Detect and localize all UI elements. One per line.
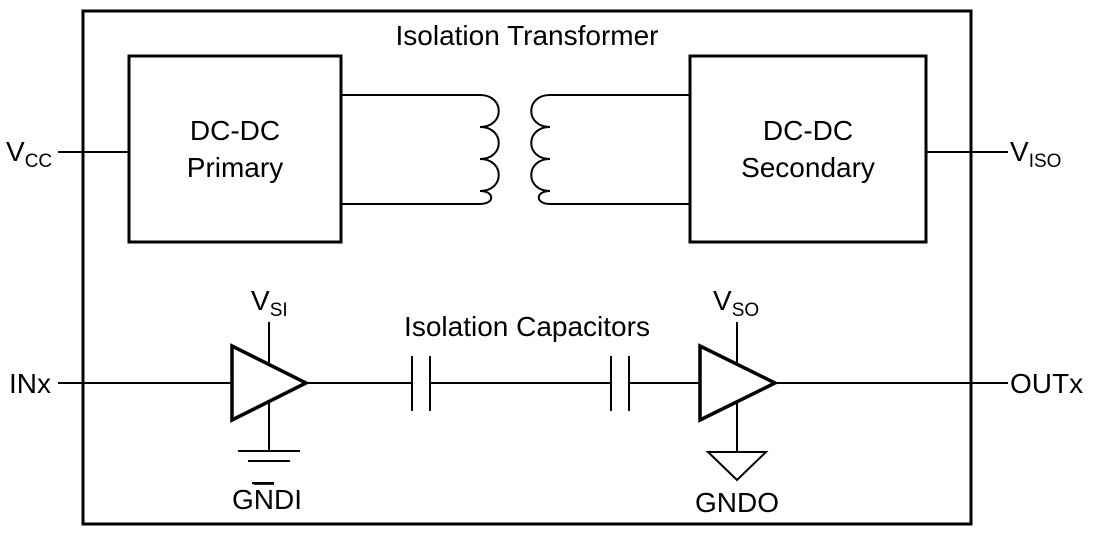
isolation-capacitor-2	[610, 356, 630, 411]
vsi-label: VSI	[251, 285, 288, 321]
dc-dc-primary-line1: DC-DC	[190, 115, 280, 146]
gndi-ground-symbol	[238, 450, 300, 462]
chip-outline	[81, 9, 973, 526]
gndo-ground-symbol	[705, 451, 769, 482]
vcc-pin-label: VCC	[6, 136, 52, 172]
gndo-label: GNDO	[695, 487, 779, 518]
inx-pin-label: INx	[9, 368, 51, 399]
isolation-capacitor-1	[411, 356, 431, 411]
vso-label: VSO	[713, 285, 759, 321]
dc-dc-secondary-block: DC-DC Secondary	[688, 54, 928, 244]
isolation-capacitors-label: Isolation Capacitors	[404, 311, 650, 342]
dc-dc-primary-block: DC-DC Primary	[127, 54, 343, 244]
transformer-primary-winding	[341, 94, 500, 205]
input-buffer-triangle	[230, 343, 310, 423]
isolation-transformer-label: Isolation Transformer	[396, 20, 659, 51]
dc-dc-secondary-line1: DC-DC	[763, 115, 853, 146]
dc-dc-primary-line2: Primary	[187, 152, 283, 183]
output-buffer-triangle	[698, 343, 779, 423]
viso-pin-label: VISO	[1010, 136, 1061, 172]
dc-dc-secondary-line2: Secondary	[741, 152, 875, 183]
transformer-secondary-winding	[530, 94, 690, 205]
outx-pin-label: OUTx	[1010, 368, 1083, 399]
gndi-label: GNDI	[232, 484, 302, 515]
